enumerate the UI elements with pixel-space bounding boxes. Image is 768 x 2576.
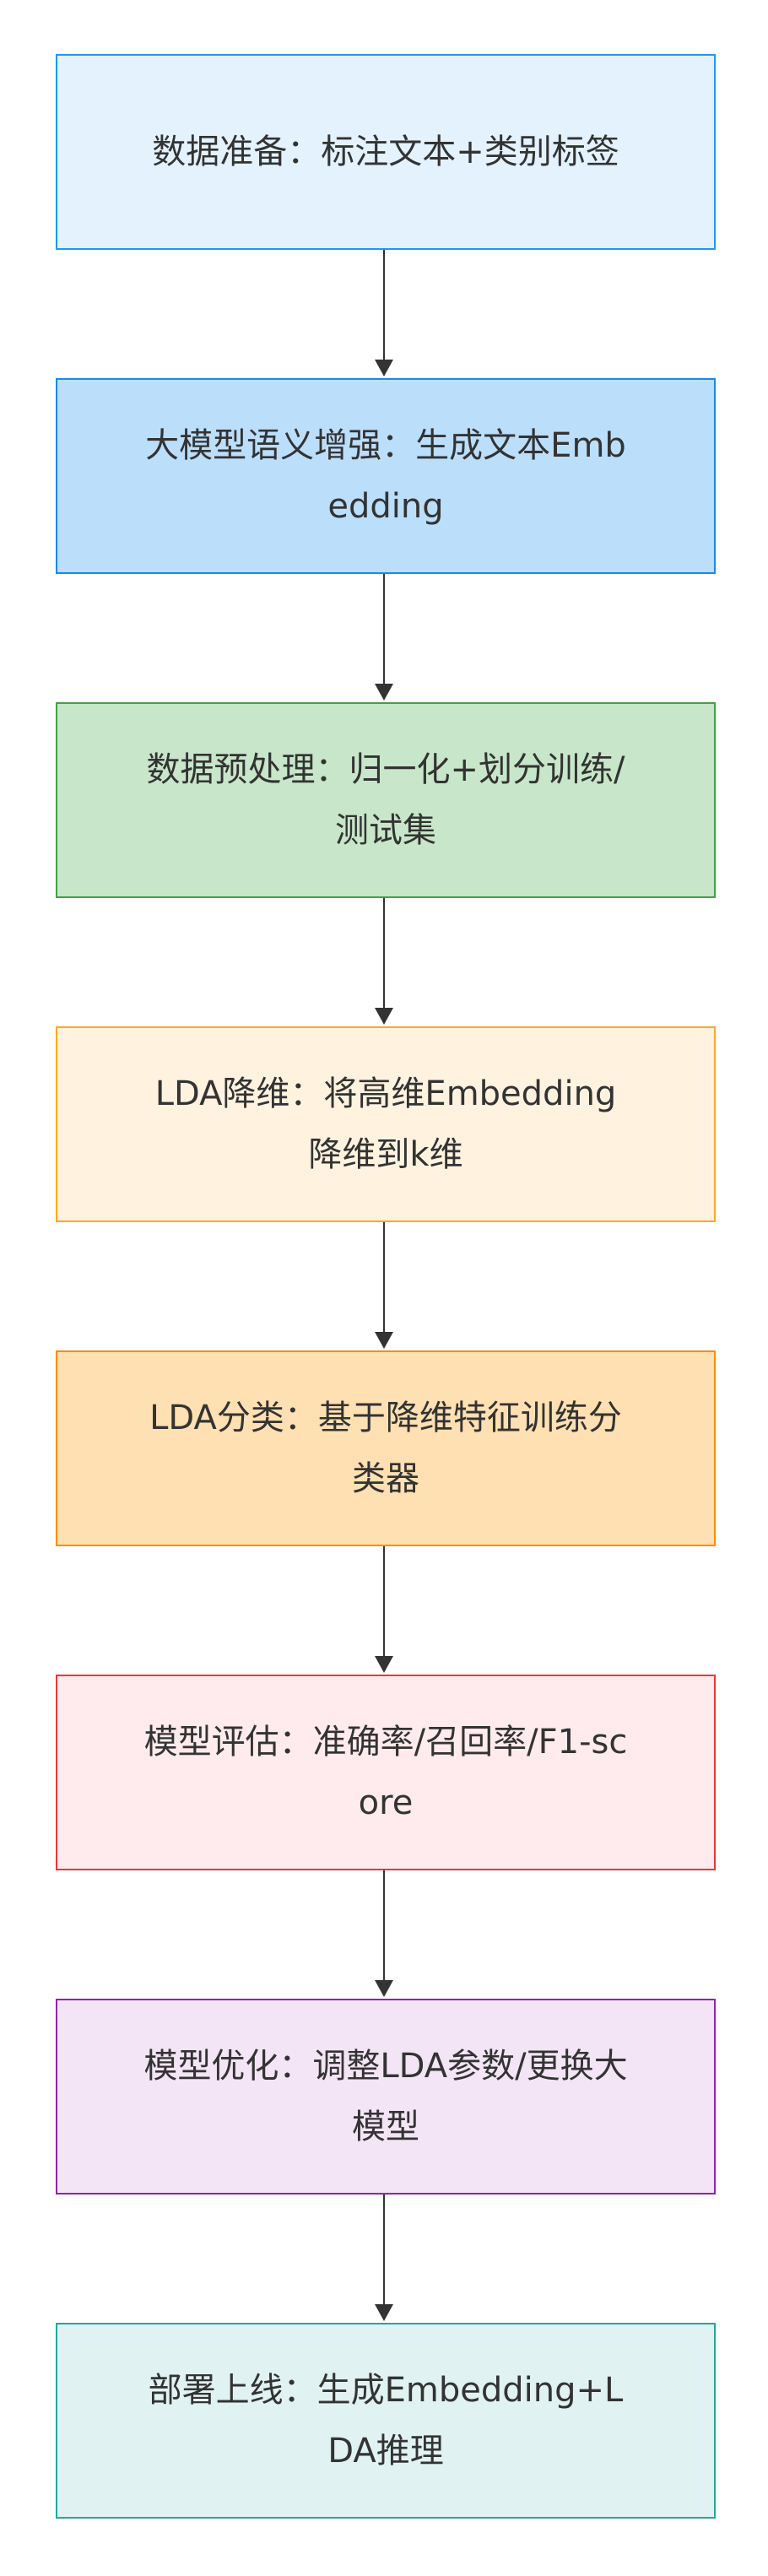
step-label: 数据预处理：归一化+划分训练/测试集: [146, 750, 625, 850]
step-label: LDA降维：将高维Embedding降维到k维: [154, 1074, 617, 1174]
arrowhead-icon: [375, 1980, 393, 1997]
step-label: 模型评估：准确率/召回率/F1-score: [143, 1723, 628, 1822]
arrow-connector: [383, 898, 385, 1008]
step-evaluation: 模型评估：准确率/召回率/F1-score: [56, 1675, 716, 1870]
arrow-connector: [383, 1870, 385, 1980]
arrowhead-icon: [375, 360, 393, 376]
arrow-connector: [383, 2194, 385, 2304]
step-label: LDA分类：基于降维特征训练分类器: [149, 1399, 622, 1498]
step-label: 模型优化：调整LDA参数/更换大模型: [143, 2047, 628, 2146]
step-label: 数据准备：标注文本+类别标签: [152, 133, 619, 171]
arrow-connector: [383, 1222, 385, 1332]
step-label: 部署上线：生成Embedding+LDA推理: [148, 2371, 624, 2470]
arrowhead-icon: [375, 1008, 393, 1025]
step-deployment: 部署上线：生成Embedding+LDA推理: [56, 2323, 716, 2519]
arrowhead-icon: [375, 2304, 393, 2321]
step-lda-classification: LDA分类：基于降维特征训练分类器: [56, 1350, 716, 1546]
step-lda-reduction: LDA降维：将高维Embedding降维到k维: [56, 1026, 716, 1222]
step-preprocessing: 数据预处理：归一化+划分训练/测试集: [56, 702, 716, 898]
arrow-connector: [383, 1546, 385, 1656]
step-optimization: 模型优化：调整LDA参数/更换大模型: [56, 1999, 716, 2194]
step-data-preparation: 数据准备：标注文本+类别标签: [56, 54, 716, 250]
step-semantic-enhancement: 大模型语义增强：生成文本Embedding: [56, 378, 716, 574]
arrowhead-icon: [375, 1656, 393, 1673]
arrow-connector: [383, 250, 385, 360]
arrow-connector: [383, 574, 385, 684]
step-label: 大模型语义增强：生成文本Embedding: [145, 426, 626, 526]
arrowhead-icon: [375, 1332, 393, 1349]
arrowhead-icon: [375, 684, 393, 701]
